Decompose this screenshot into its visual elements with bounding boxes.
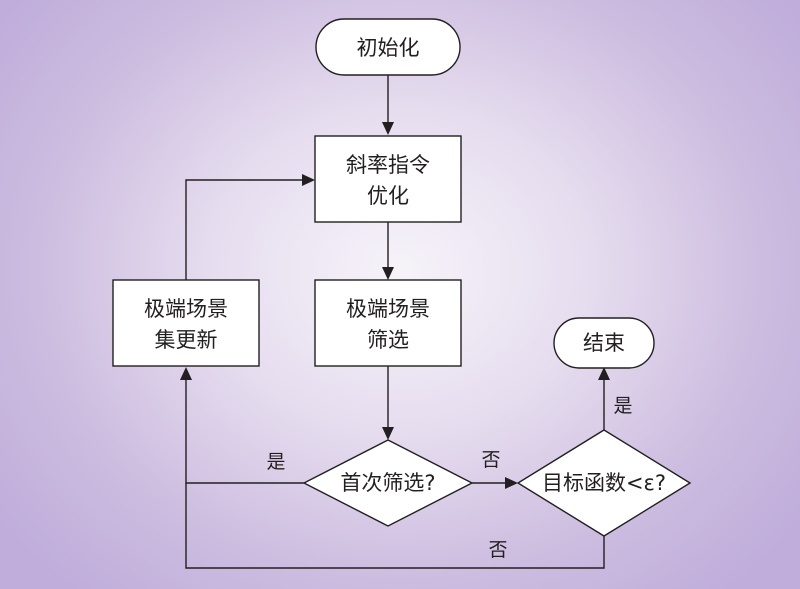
objective-decision-yes-label: 是 (613, 395, 632, 417)
slope-optimization-label-line2: 优化 (367, 184, 409, 208)
scenario-screening-label-line1: 极端场景 (346, 297, 430, 321)
edge-objective-no-loop (185, 483, 605, 569)
arrowhead-first-decision (382, 427, 394, 440)
edge-first-yes-to-update (185, 377, 304, 484)
arrowhead-end (598, 367, 610, 380)
nodes: 初始化 斜率指令 优化 极端场景 筛选 极端场景 集更新 首次筛选? 目标函数<… (112, 18, 692, 537)
objective-decision (516, 429, 692, 537)
edges (180, 75, 610, 569)
arrowhead-update-from-yes (180, 367, 192, 380)
first-screening-decision-label: 首次筛选? (340, 471, 435, 495)
objective-decision-label: 目标函数<ε? (542, 471, 666, 495)
edge-labels: 是 否 是 否 (266, 395, 632, 561)
edge-update-to-slope-opt (185, 179, 305, 280)
scenario-set-update-label-line1: 极端场景 (144, 297, 228, 321)
first-screening-decision (302, 439, 474, 527)
end-label: 结束 (583, 331, 625, 355)
arrowhead-screening (382, 267, 394, 280)
scenario-screening-box (314, 279, 462, 367)
first-decision-no-label: 否 (481, 449, 500, 471)
scenario-set-update-label-line2: 集更新 (155, 328, 218, 352)
arrowhead-objective (505, 477, 518, 489)
init-terminator (315, 18, 461, 76)
init-label: 初始化 (357, 36, 420, 60)
first-decision-yes-label: 是 (266, 451, 285, 473)
objective-decision-no-label: 否 (488, 539, 507, 561)
slope-optimization-box (314, 135, 462, 223)
end-terminator (553, 317, 655, 369)
scenario-screening-label-line2: 筛选 (367, 328, 409, 352)
arrowhead-slope-opt-from-update (302, 174, 315, 186)
slope-optimization-label-line1: 斜率指令 (346, 153, 430, 177)
arrowhead-slope-opt (382, 122, 394, 135)
scenario-set-update-box (112, 279, 260, 367)
